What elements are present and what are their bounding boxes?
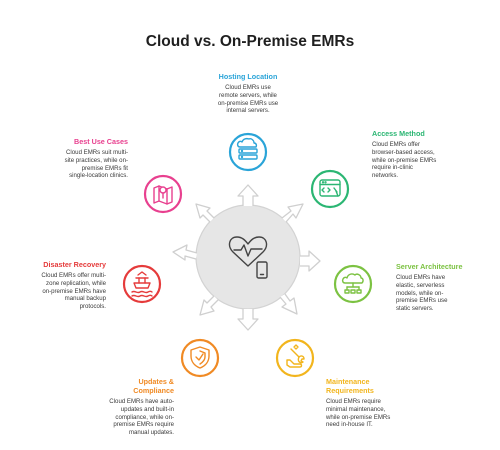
architecture-desc-line: elastic, serverless	[396, 281, 445, 289]
maintenance-heading: Requirements	[326, 386, 374, 395]
hosting-desc-line: internal servers.	[226, 107, 270, 115]
arrow-hosting	[237, 184, 259, 206]
bestuse-desc-line: premise EMRs fit	[81, 164, 128, 172]
updates-desc-line: premise EMRs require	[113, 421, 174, 429]
access-desc-line: require in-clinic	[372, 164, 413, 172]
arrow-bestuse	[172, 244, 198, 261]
hosting-label: Hosting Location Cloud EMRs use remote s…	[198, 72, 298, 115]
page-title: Cloud vs. On-Premise EMRs	[145, 33, 355, 50]
updates-desc-line: compliance, while on-	[115, 413, 174, 421]
browser-window-icon	[319, 179, 341, 197]
central-hub	[195, 204, 301, 310]
architecture-desc-line: Cloud EMRs have	[396, 274, 446, 281]
bestuse-desc-line: Cloud EMRs suit multi-	[66, 149, 128, 156]
wrench-hand-icon	[286, 344, 305, 368]
access-label: Access Method Cloud EMRs offer browser-b…	[372, 129, 482, 180]
updates-label: Updates & Compliance Cloud EMRs have aut…	[62, 377, 174, 437]
architecture-node	[333, 264, 373, 304]
disaster-label: Disaster Recovery Cloud EMRs offer multi…	[2, 260, 106, 311]
bestuse-label: Best Use Cases Cloud EMRs suit multi- si…	[18, 137, 128, 180]
bestuse-desc-line: site practices, while on-	[64, 156, 128, 164]
shield-check-icon	[190, 346, 210, 369]
hosting-desc-line: on-premise EMRs use	[217, 99, 279, 107]
hosting-node	[228, 132, 268, 172]
access-desc-line: while on-premise EMRs	[372, 156, 437, 164]
updates-desc-line: updates and built-in	[120, 405, 174, 413]
bestuse-desc-line: single-location clinics.	[69, 172, 128, 180]
arrow-architecture	[300, 250, 321, 272]
map-pin-icon	[153, 185, 173, 205]
maintenance-node	[275, 338, 315, 378]
disaster-node	[122, 264, 162, 304]
maintenance-desc-line: Cloud EMRs require	[326, 398, 381, 405]
access-heading: Access Method	[372, 129, 425, 138]
access-desc-line: browser-based access,	[372, 148, 435, 156]
cloud-network-icon	[341, 273, 364, 294]
bestuse-heading: Best Use Cases	[74, 137, 128, 146]
architecture-desc-line: static servers.	[396, 305, 434, 313]
architecture-desc-line: premise EMRs use	[396, 297, 448, 305]
architecture-desc-line: models, while on-	[396, 289, 444, 297]
access-node	[310, 169, 350, 209]
updates-heading: Compliance	[133, 386, 174, 395]
arrow-disaster	[199, 295, 219, 316]
arrow-maintenance	[279, 293, 298, 315]
heart-pulse-tablet-icon	[228, 236, 268, 279]
disaster-desc-line: on-premise EMRs have	[42, 287, 106, 295]
hosting-desc-line: Cloud EMRs use	[225, 84, 271, 91]
architecture-label: Server Architecture Cloud EMRs have elas…	[396, 262, 496, 313]
updates-node	[180, 338, 220, 378]
maintenance-desc-line: while on-premise EMRs	[326, 413, 391, 421]
disaster-desc-line: protocols.	[79, 303, 106, 311]
access-desc-line: networks.	[372, 172, 399, 180]
maintenance-desc-line: minimal maintenance,	[326, 405, 386, 413]
disaster-desc-line: manual backup	[64, 295, 106, 303]
access-desc-line: Cloud EMRs offer	[372, 141, 420, 148]
architecture-heading: Server Architecture	[396, 262, 463, 271]
maintenance-desc-line: need in-house IT.	[326, 421, 373, 429]
updates-heading: Updates &	[138, 377, 174, 386]
updates-desc-line: manual updates.	[128, 429, 174, 437]
lifeboat-icon	[131, 271, 153, 298]
maintenance-label: Maintenance Requirements Cloud EMRs requ…	[326, 377, 436, 429]
hosting-heading: Hosting Location	[218, 72, 278, 81]
arrow-left-up	[195, 203, 215, 223]
bestuse-node	[143, 174, 183, 214]
arrow-access	[281, 203, 304, 223]
hosting-desc-line: remote servers, while	[219, 91, 277, 99]
arrow-updates	[237, 309, 259, 331]
server-cloud-icon	[236, 137, 258, 160]
maintenance-heading: Maintenance	[326, 377, 370, 386]
updates-desc-line: Cloud EMRs have auto-	[109, 398, 174, 405]
disaster-heading: Disaster Recovery	[43, 260, 106, 269]
disaster-desc-line: Cloud EMRs offer multi-	[41, 272, 106, 279]
disaster-desc-line: zone replication, while	[46, 279, 106, 287]
